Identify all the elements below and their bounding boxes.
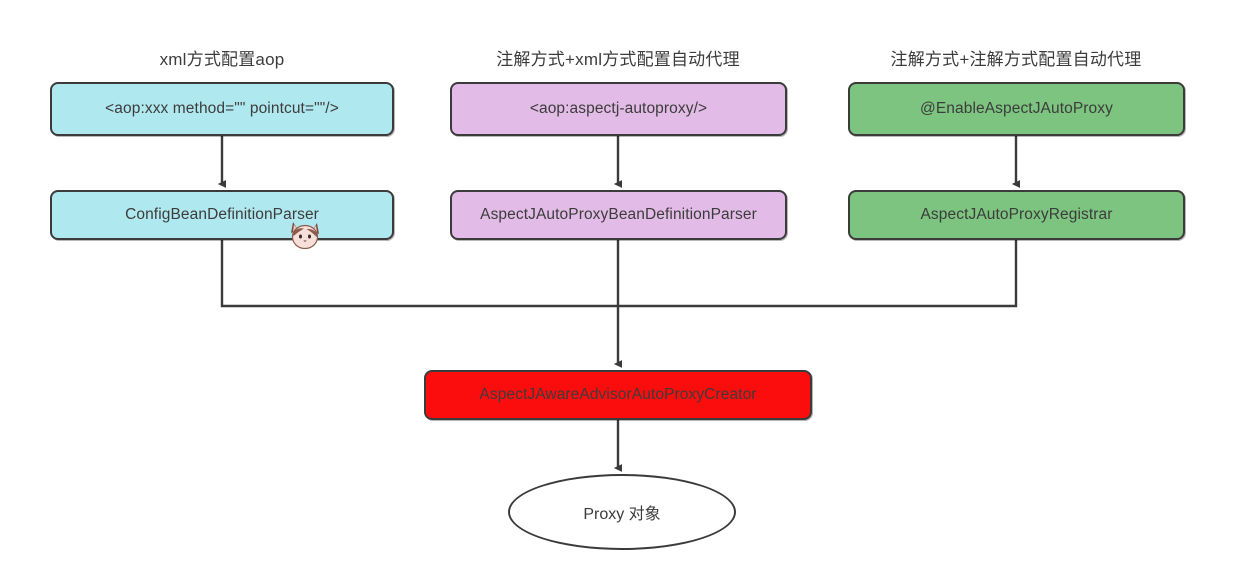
node-proxy-object[interactable]: Proxy 对象 bbox=[508, 474, 736, 550]
node-label: @EnableAspectJAutoProxy bbox=[920, 99, 1113, 117]
column-title-3: 注解方式+注解方式配置自动代理 bbox=[890, 50, 1142, 69]
column-title-2: 注解方式+xml方式配置自动代理 bbox=[496, 50, 740, 69]
edge-autoproxy-registrar-to-autoproxy-creator bbox=[618, 240, 1018, 308]
node-xml-aop-config[interactable]: <aop:xxx method="" pointcut=""/> bbox=[50, 82, 394, 136]
node-label: AspectJAutoProxyRegistrar bbox=[920, 205, 1113, 223]
node-autoproxy-registrar[interactable]: AspectJAutoProxyRegistrar bbox=[848, 190, 1185, 240]
node-label: ConfigBeanDefinitionParser bbox=[125, 205, 319, 223]
node-label: <aop:xxx method="" pointcut=""/> bbox=[105, 99, 339, 117]
node-aspectj-autoproxy[interactable]: <aop:aspectj-autoproxy/> bbox=[450, 82, 787, 136]
node-autoproxy-creator[interactable]: AspectJAwareAdvisorAutoProxyCreator bbox=[424, 370, 812, 420]
node-enable-aspectj[interactable]: @EnableAspectJAutoProxy bbox=[848, 82, 1185, 136]
edge-config-parser-to-autoproxy-creator bbox=[220, 240, 618, 308]
node-label: Proxy 对象 bbox=[583, 506, 661, 523]
node-autoproxy-parser[interactable]: AspectJAutoProxyBeanDefinitionParser bbox=[450, 190, 787, 240]
node-label: AspectJAwareAdvisorAutoProxyCreator bbox=[479, 385, 757, 403]
node-label: <aop:aspectj-autoproxy/> bbox=[529, 99, 708, 117]
column-title-1: xml方式配置aop bbox=[159, 50, 285, 69]
node-config-parser[interactable]: ConfigBeanDefinitionParser bbox=[50, 190, 394, 240]
node-label: AspectJAutoProxyBeanDefinitionParser bbox=[480, 205, 757, 223]
